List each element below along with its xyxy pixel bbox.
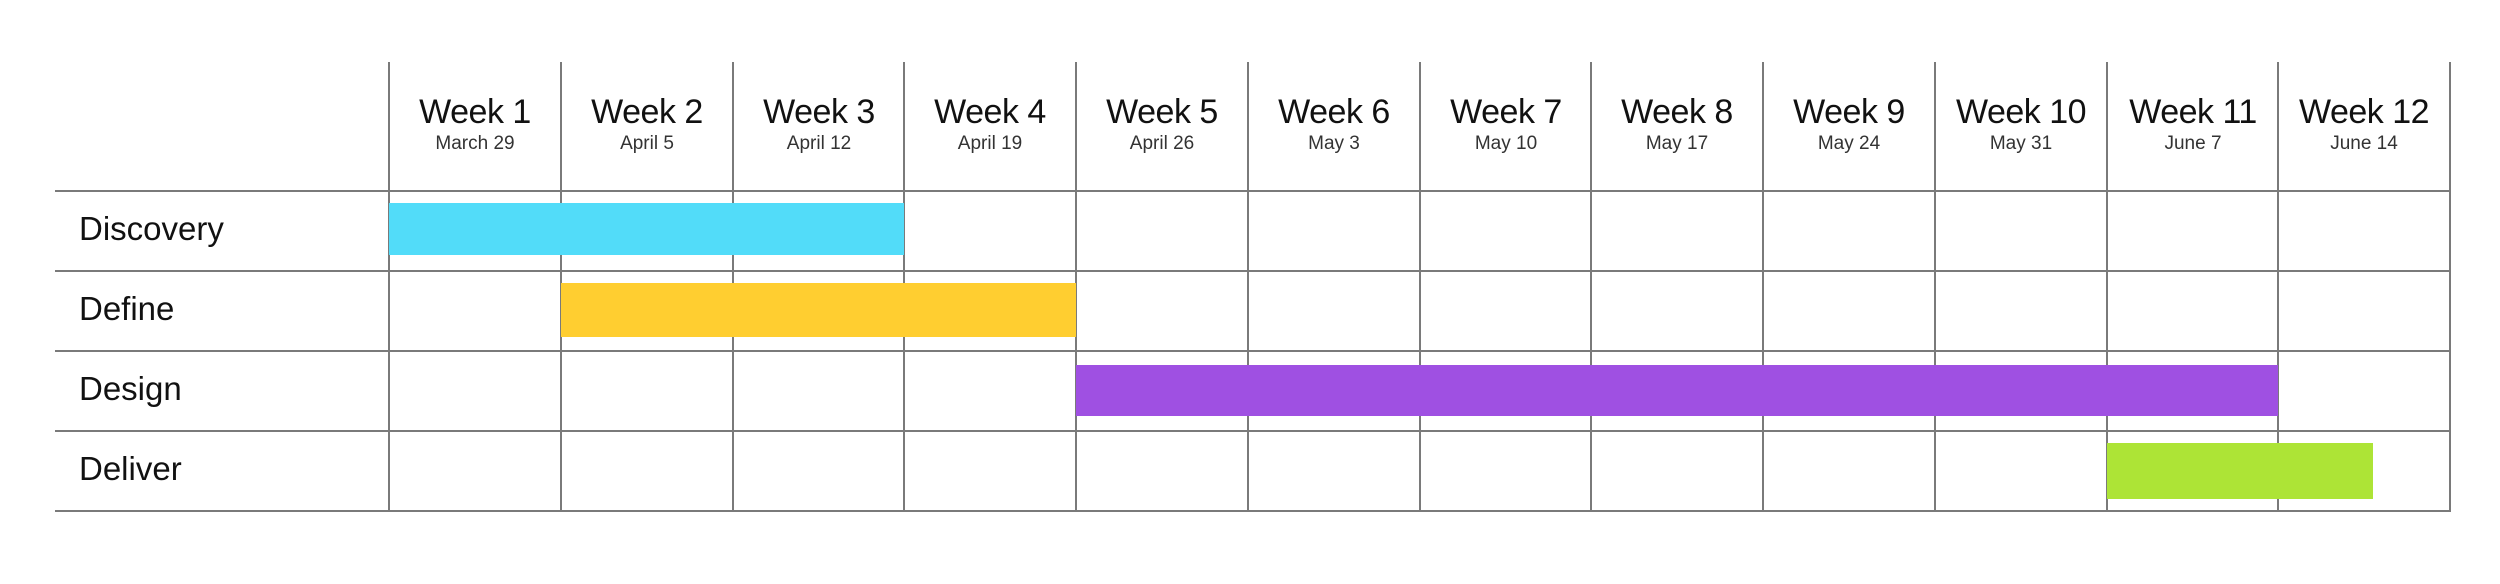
- week-date: May 24: [1817, 133, 1881, 154]
- task-label: Discovery: [79, 210, 224, 247]
- week-date: May 17: [1645, 133, 1709, 154]
- week-label: Week 10: [1955, 93, 2087, 131]
- task-label: Design: [79, 370, 182, 407]
- week-label: Week 12: [2298, 93, 2430, 131]
- gridline-vertical: [2449, 62, 2451, 512]
- gridline-vertical: [1075, 62, 1077, 512]
- week-date: April 12: [786, 133, 852, 154]
- task-bar: [389, 203, 904, 255]
- gridline-horizontal: [55, 190, 2451, 192]
- week-date: March 29: [435, 133, 515, 154]
- task-bar: [1076, 365, 2278, 416]
- gridline-vertical: [388, 62, 390, 512]
- week-label: Week 11: [2129, 93, 2257, 131]
- gridline-vertical: [1934, 62, 1936, 512]
- week-label: Week 9: [1793, 93, 1905, 131]
- week-date: April 19: [957, 133, 1023, 154]
- week-date: June 7: [2164, 133, 2222, 154]
- week-label: Week 5: [1106, 93, 1218, 131]
- week-label: Week 7: [1450, 93, 1562, 131]
- week-date: May 31: [1989, 133, 2053, 154]
- week-date: April 5: [620, 133, 674, 154]
- week-label: Week 3: [763, 93, 875, 131]
- gridline-vertical: [1762, 62, 1764, 512]
- task-label: Deliver: [79, 450, 182, 487]
- gridline-vertical: [1419, 62, 1421, 512]
- week-date: May 10: [1474, 133, 1538, 154]
- gridline-horizontal: [55, 270, 2451, 272]
- week-label: Week 4: [934, 93, 1046, 131]
- gridline-horizontal: [55, 430, 2451, 432]
- week-date: May 3: [1308, 133, 1360, 154]
- gridline-vertical: [1247, 62, 1249, 512]
- gridline-vertical: [2106, 62, 2108, 512]
- week-date: June 14: [2330, 133, 2398, 154]
- week-label: Week 2: [591, 93, 703, 131]
- gridline-vertical: [1590, 62, 1592, 512]
- week-label: Week 6: [1278, 93, 1390, 131]
- task-bar: [2107, 443, 2373, 499]
- week-date: April 26: [1129, 133, 1195, 154]
- gridline-horizontal: [55, 510, 2451, 512]
- task-label: Define: [79, 290, 175, 327]
- gridline-vertical: [2277, 62, 2279, 512]
- week-label: Week 1: [419, 93, 531, 131]
- task-bar: [561, 283, 1076, 337]
- week-label: Week 8: [1621, 93, 1733, 131]
- gridline-horizontal: [55, 350, 2451, 352]
